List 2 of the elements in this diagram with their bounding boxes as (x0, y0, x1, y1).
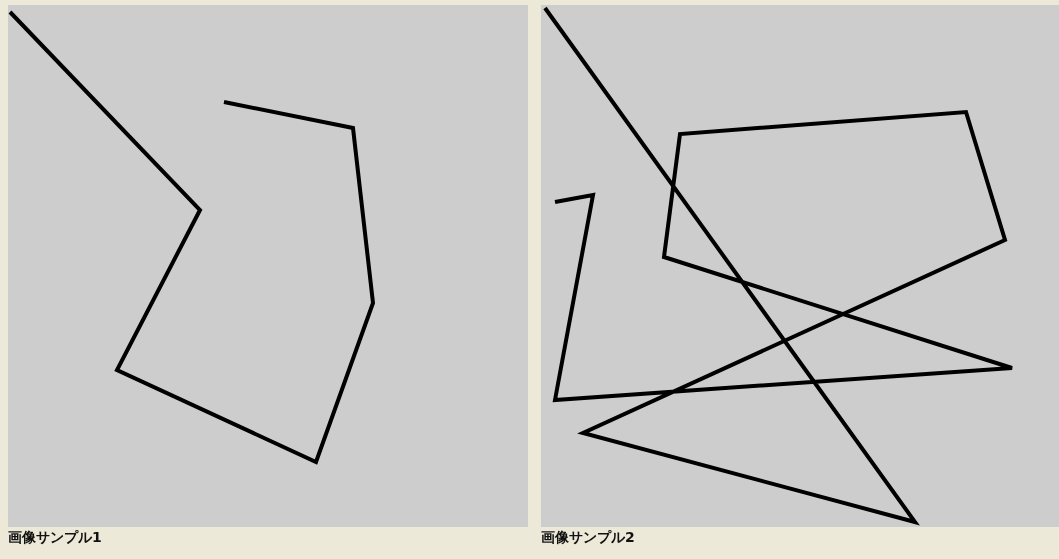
image-caption: 画像サンプル2 (541, 528, 635, 546)
image-caption: 画像サンプル1 (8, 528, 102, 546)
